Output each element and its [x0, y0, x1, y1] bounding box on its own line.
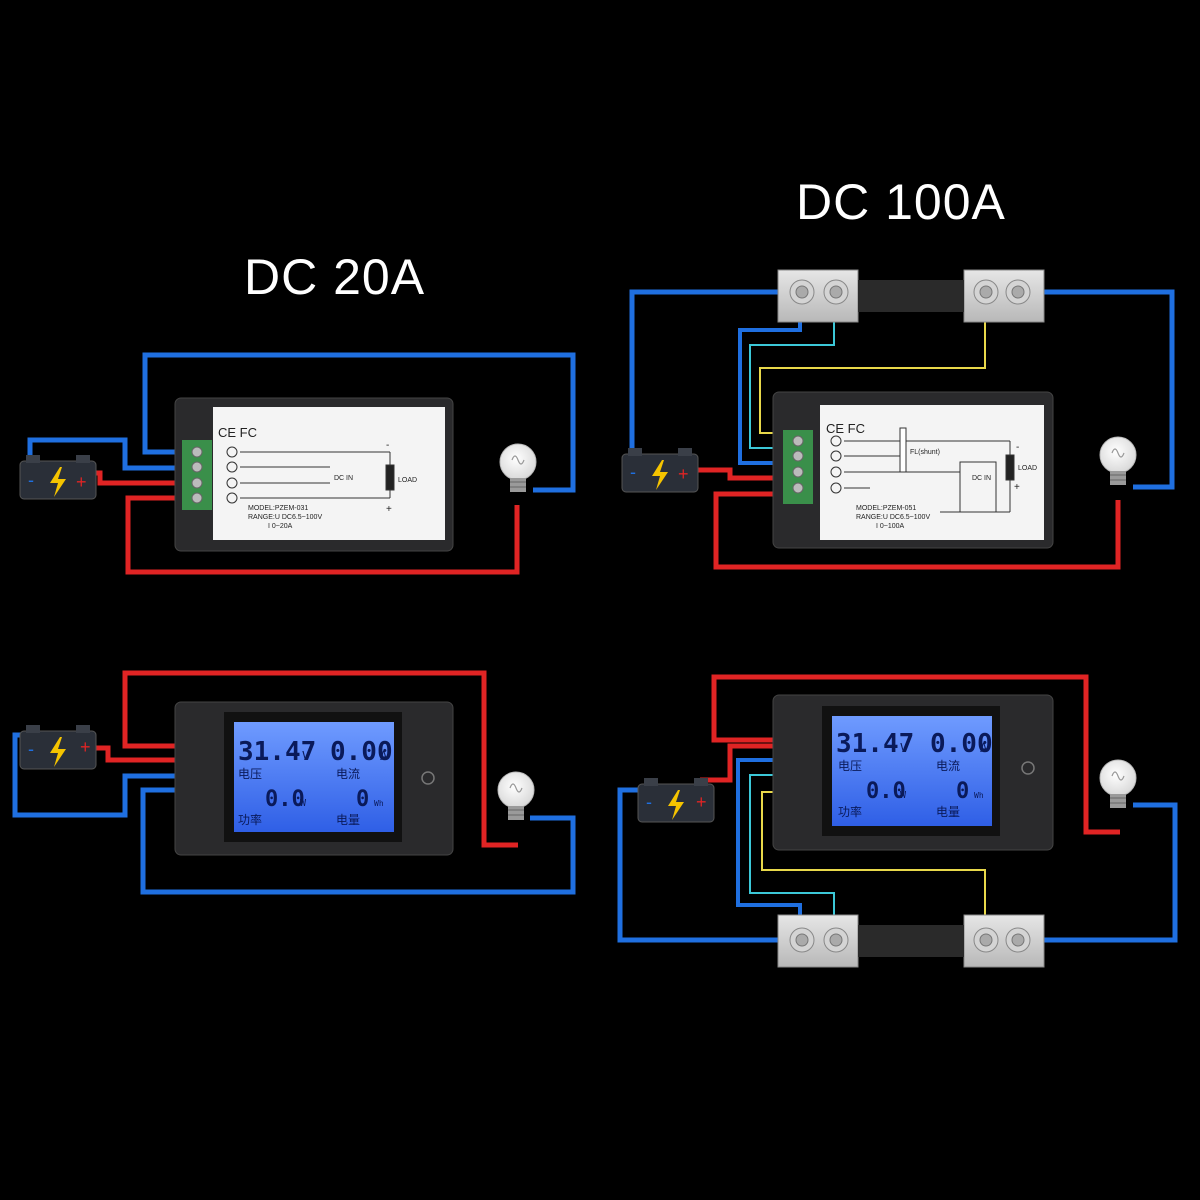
lcd-voltage-value: 31.47: [238, 737, 316, 767]
lcd-current-value: 0.00: [930, 729, 993, 759]
battery-minus-tl: -: [28, 470, 34, 490]
lcd-power-label: 功率: [838, 804, 862, 819]
lcd-energy-label: 电量: [336, 813, 360, 827]
lcd-power-unit: W: [900, 790, 907, 801]
label100-marks: CE FC: [826, 421, 865, 436]
label100-range-u: RANGE:U DC6.5~100V: [856, 514, 930, 521]
battery-minus-br: -: [646, 792, 652, 812]
label100-plus: +: [1014, 482, 1020, 493]
label100-model: MODEL:PZEM-051: [856, 505, 916, 512]
label100-load: LOAD: [1018, 465, 1037, 472]
lcd-energy-unit: Wh: [374, 799, 384, 808]
battery-minus-tr: -: [630, 462, 636, 482]
diagram-dc100-back: CE FC FL(shunt) DC IN LOAD - + MODEL:PZE…: [621, 269, 1175, 570]
label100-minus: -: [1016, 442, 1019, 453]
battery-minus-bl: -: [28, 739, 34, 759]
label20-range-u: RANGE:U DC6.5~100V: [248, 514, 322, 521]
label20-marks: CE FC: [218, 425, 257, 440]
lcd-power-unit: W: [300, 798, 307, 809]
label20-range-i: I 0~20A: [268, 523, 293, 530]
diagram-dc20-front: - +: [12, 670, 576, 895]
diagram-dc100-front: - +: [617, 674, 1178, 968]
light-bulb-icon: [1099, 759, 1137, 809]
label20-plus: +: [386, 504, 392, 515]
lcd-current-unit: A: [380, 749, 388, 763]
lcd-display-20a: 31.47 V 电压 0.00 A 电流 0.0 W 功率 0 Wh 电量: [238, 737, 393, 827]
label20-minus: -: [386, 440, 389, 451]
battery-plus-br: +: [696, 792, 707, 812]
battery-plus-tr: +: [678, 464, 689, 484]
label100-shunt: FL(shunt): [910, 449, 940, 456]
lcd-energy-value: 0: [356, 787, 369, 812]
lcd-voltage-unit: V: [900, 741, 907, 755]
lcd-current-label: 电流: [336, 767, 360, 781]
lcd-current-unit: A: [980, 741, 988, 755]
label100-range-i: I 0~100A: [876, 523, 905, 530]
battery-plus-bl: +: [80, 737, 91, 757]
lcd-voltage-label: 电压: [838, 759, 862, 773]
lcd-energy-unit: Wh: [974, 791, 984, 800]
lcd-energy-value: 0: [956, 779, 969, 804]
lcd-display-100a: 31.47 V 电压 0.00 A 电流 0.0 W 功率 0 Wh 电量: [836, 729, 993, 819]
title-dc-20a: DC 20A: [244, 249, 426, 305]
lcd-voltage-value: 31.47: [836, 729, 914, 759]
light-bulb-icon: [1099, 436, 1137, 486]
lcd-energy-label: 电量: [936, 805, 960, 819]
lcd-power-value: 0.0: [265, 787, 305, 812]
lcd-voltage-label: 电压: [238, 767, 262, 781]
lcd-voltage-unit: V: [302, 749, 309, 763]
light-bulb-icon: [497, 771, 535, 821]
battery-plus-tl: +: [76, 472, 87, 492]
label20-dc-in: DC IN: [334, 475, 353, 482]
shunt-icon: [777, 914, 1045, 968]
label20-model: MODEL:PZEM-031: [248, 505, 308, 512]
lcd-current-value: 0.00: [330, 737, 393, 767]
lcd-power-label: 功率: [238, 812, 262, 827]
label100-dc-in: DC IN: [972, 475, 991, 482]
lcd-current-label: 电流: [936, 759, 960, 773]
light-bulb-icon: [499, 443, 537, 493]
title-dc-100a: DC 100A: [796, 174, 1006, 230]
shunt-icon: [777, 269, 1045, 323]
diagram-dc20-back: CE FC DC IN LOAD - + MODEL:PZEM-031 RANG…: [19, 352, 576, 575]
label20-load: LOAD: [398, 477, 417, 484]
lcd-power-value: 0.0: [866, 779, 906, 804]
